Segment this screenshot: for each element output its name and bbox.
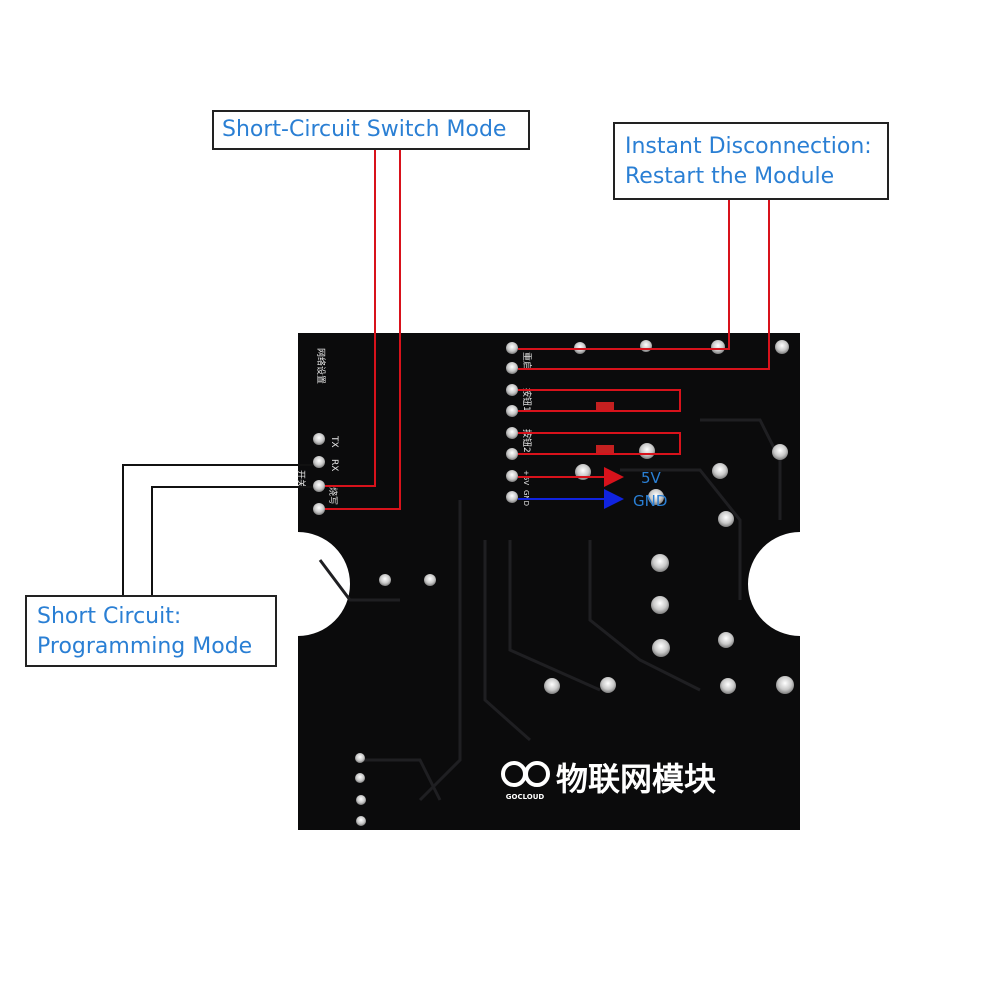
silk-button1-label: 按钮1 (521, 388, 533, 412)
short-circuit-switch-callout: Short-Circuit Switch Mode (212, 110, 530, 150)
restart-wires (518, 200, 770, 370)
silk-tx-label: TX (329, 435, 339, 448)
brand-logo: GOCLOUD (501, 761, 550, 801)
5v-label: 5V (641, 469, 662, 487)
programming-mode-callout: Short Circuit: Programming Mode (25, 595, 277, 667)
button1-component (596, 402, 614, 412)
silk-network-label: 网络设置 (315, 348, 327, 384)
button2-loop (518, 432, 681, 455)
button1-loop (518, 389, 681, 412)
left-header-pads (313, 433, 325, 515)
button2-component (596, 445, 614, 455)
programming-mode-line1: Short Circuit: (37, 604, 182, 629)
programming-mode-line2: Programming Mode (37, 634, 253, 659)
instant-disconnection-line2: Restart the Module (625, 164, 835, 189)
instant-disconnection-callout: Instant Disconnection: Restart the Modul… (613, 122, 889, 200)
right-header-pads (506, 342, 518, 503)
silk-switch-label: 开关 (295, 470, 307, 488)
silk-rx-label: RX (329, 459, 339, 471)
gnd-label: GND (633, 492, 667, 510)
logo-ring-right (524, 761, 550, 787)
switch-mode-wires (325, 150, 401, 510)
pcb-board (298, 333, 800, 830)
silk-program-label: 烧写 (327, 487, 339, 505)
instant-disconnection-line1: Instant Disconnection: (625, 134, 872, 159)
short-circuit-switch-text: Short-Circuit Switch Mode (222, 117, 507, 142)
silk-reset-label: 重启 (521, 352, 533, 370)
brand-text: 物联网模块 (556, 760, 716, 798)
pcb-traces (318, 418, 782, 802)
programming-mode-wires (122, 464, 313, 595)
brand-logo-text: GOCLOUD (506, 793, 545, 801)
silk-button2-label: 按钮2 (521, 429, 533, 453)
